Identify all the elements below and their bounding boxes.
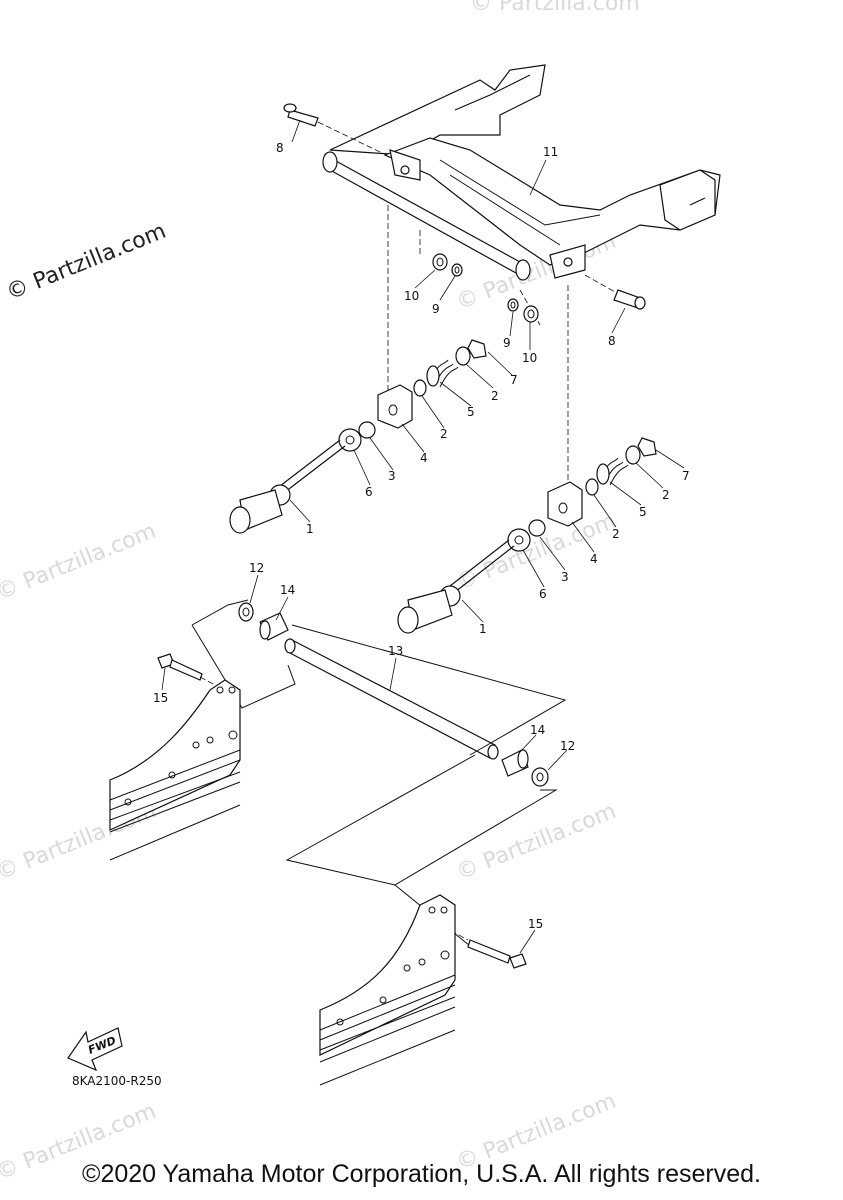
- fwd-arrow-icon: FWD: [67, 1027, 123, 1072]
- callout-11: 11: [543, 145, 558, 159]
- upper-shock-mount-stack: [229, 339, 487, 534]
- callout-12-right: 12: [560, 739, 575, 753]
- callout-9-right: 9: [503, 336, 511, 350]
- callout-14-right: 14: [530, 723, 545, 737]
- side-rail-left: [109, 679, 241, 861]
- diagram-code: 8KA2100-R250: [72, 1074, 162, 1088]
- callout-15-right: 15: [528, 917, 543, 931]
- pin-8-right: [584, 274, 646, 310]
- callout-2-upper-b: 2: [440, 427, 448, 441]
- callout-6-lower: 6: [539, 587, 547, 601]
- callout-7-lower: 7: [682, 469, 690, 483]
- washers-9-10: [432, 253, 539, 323]
- callout-4-lower: 4: [590, 552, 598, 566]
- watermark-text: © Partzilla.com: [0, 519, 160, 606]
- pin-8-left: [283, 103, 381, 153]
- callout-7-upper: 7: [510, 373, 518, 387]
- callout-8-right: 8: [608, 334, 616, 348]
- bolt-15-lower: [434, 921, 527, 969]
- callout-3-lower: 3: [561, 570, 569, 584]
- callout-2-upper-a: 2: [491, 389, 499, 403]
- callout-9-left: 9: [432, 302, 440, 316]
- callout-10-right: 10: [522, 351, 537, 365]
- watermark-text: © Partzilla.com: [470, 0, 640, 16]
- rear-arm-frame: [322, 64, 721, 281]
- callout-2-lower-b: 2: [612, 527, 620, 541]
- callout-6-upper: 6: [365, 485, 373, 499]
- bolt-15-upper: [157, 653, 216, 686]
- side-rail-right: [319, 894, 456, 1086]
- watermark-text: © Partzilla.com: [453, 799, 620, 886]
- callout-13: 13: [388, 644, 403, 658]
- callout-1-upper: 1: [306, 522, 314, 536]
- lower-shock-mount-stack: [397, 437, 657, 634]
- callout-4-upper: 4: [420, 451, 428, 465]
- lower-shaft-assembly: [238, 602, 549, 787]
- callout-5-lower: 5: [639, 505, 647, 519]
- callout-labels: 8 11 10 9 9 10 8 7 2 5 2 4 3 6 1 7 2 5 2…: [153, 141, 690, 931]
- leader-lines: [161, 119, 685, 954]
- callout-14-left: 14: [280, 583, 295, 597]
- copyright-notice: ©2020 Yamaha Motor Corporation, U.S.A. A…: [82, 1160, 761, 1188]
- watermark-text: © Partzilla.com: [3, 219, 170, 306]
- callout-2-lower-a: 2: [662, 488, 670, 502]
- callout-8-left: 8: [276, 141, 284, 155]
- callout-12-left: 12: [249, 561, 264, 575]
- callout-5-upper: 5: [467, 405, 475, 419]
- callout-10-left: 10: [404, 289, 419, 303]
- callout-3-upper: 3: [388, 469, 396, 483]
- callout-1-lower: 1: [479, 622, 487, 636]
- callout-15-left: 15: [153, 691, 168, 705]
